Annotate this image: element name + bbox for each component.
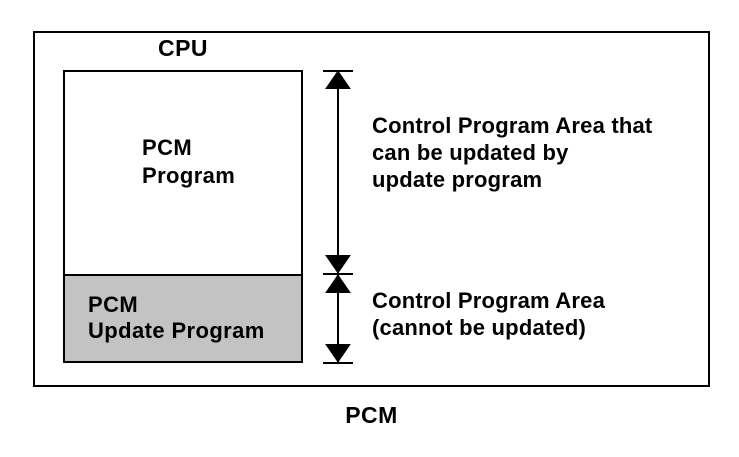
- arrowhead-down-bottom: [325, 344, 351, 363]
- pcm-update-program-area-label: PCM Update Program: [88, 292, 265, 344]
- arrowhead-up-top: [325, 70, 351, 89]
- annotation-updatable-line2: can be updated by: [372, 140, 569, 165]
- cpu-box-title: CPU: [157, 35, 209, 61]
- pcm-program-area-label: PCM Program: [142, 134, 235, 190]
- annotation-updatable-area: Control Program Area that can be updated…: [372, 112, 652, 193]
- annotation-fixed-line1: Control Program Area: [372, 288, 606, 313]
- annotation-updatable-line1: Control Program Area that: [372, 113, 653, 138]
- annotation-fixed-line2: (cannot be updated): [372, 315, 587, 340]
- pcm-program-label-line2: Program: [142, 163, 236, 188]
- double-arrow-fixed-icon: [323, 274, 353, 364]
- pcm-program-label-line1: PCM: [142, 135, 193, 160]
- control-program-memory-box: [63, 70, 303, 363]
- pcm-update-label-line2: Update Program: [88, 318, 265, 343]
- pcm-update-label-line1: PCM: [88, 292, 139, 317]
- pcm-diagram-title: PCM: [345, 402, 398, 428]
- pcm-update-program-area: [65, 274, 301, 361]
- double-arrow-updatable-icon: [323, 70, 353, 275]
- annotation-updatable-line3: update program: [372, 167, 543, 192]
- pcm-program-area: [65, 72, 301, 274]
- arrowhead-down-middle: [325, 255, 351, 274]
- annotation-fixed-area: Control Program Area (cannot be updated): [372, 287, 605, 341]
- arrowhead-up-lower: [325, 274, 351, 293]
